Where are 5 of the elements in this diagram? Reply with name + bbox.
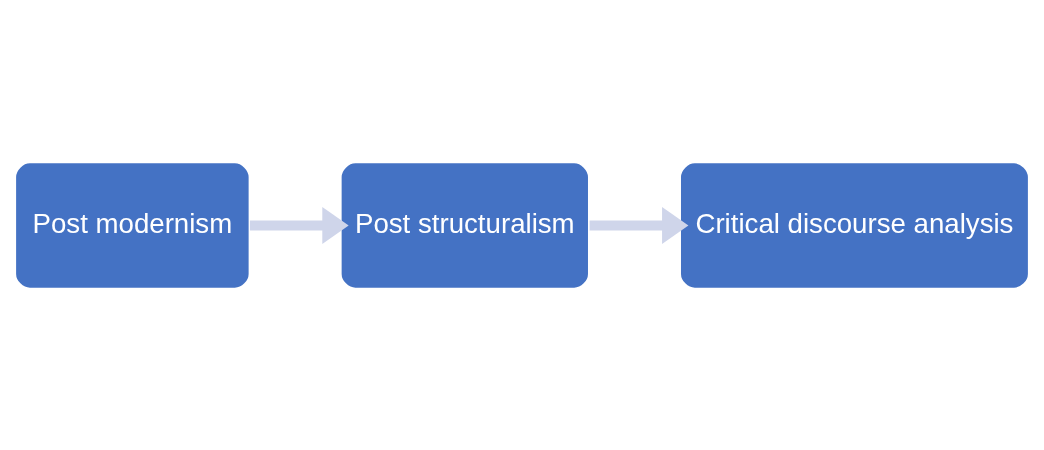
arrow bbox=[589, 206, 689, 244]
node-box: Critical discourse analysis bbox=[678, 160, 1031, 290]
arrow bbox=[249, 206, 349, 244]
node-box: Post modernism bbox=[13, 160, 252, 290]
node-box: Post structuralism bbox=[339, 160, 591, 290]
